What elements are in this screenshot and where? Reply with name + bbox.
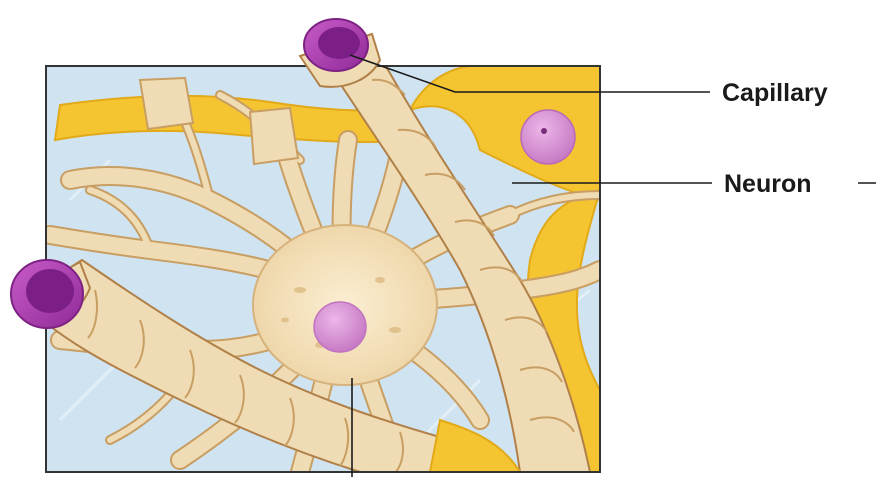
- neuron-nucleus-icon: [521, 110, 575, 164]
- neuron-label: Neuron: [724, 172, 812, 197]
- astrocyte-nucleus-icon: [314, 302, 366, 352]
- capillary-label: Capillary: [722, 81, 828, 106]
